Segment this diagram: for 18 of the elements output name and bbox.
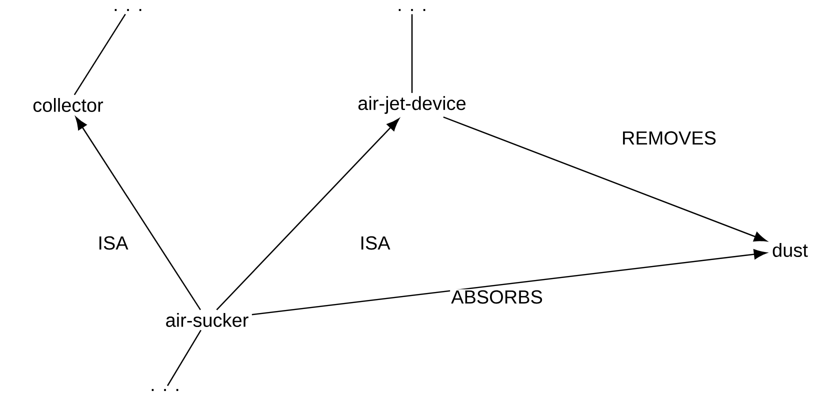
edge-label: ISA [358, 235, 392, 251]
arrow [75, 116, 201, 310]
connector-line [74, 14, 126, 96]
node-label: air-jet-device [358, 96, 466, 114]
arrow [443, 116, 767, 242]
connector-line [166, 330, 202, 386]
edge-label: ISA [96, 235, 130, 251]
edge-label: ABSORBS [450, 289, 544, 305]
node-label: dust [772, 243, 808, 257]
arrow [216, 118, 400, 310]
ellipsis-text: . . . [114, 8, 142, 11]
ellipsis-text: . . . [152, 388, 178, 391]
ellipsis-text: . . . [398, 8, 426, 11]
edge-label: REMOVES [620, 130, 718, 146]
node-label: collector [33, 98, 104, 112]
node-label: air-sucker [166, 313, 248, 327]
connector-line [411, 14, 413, 93]
arrow [252, 249, 767, 316]
